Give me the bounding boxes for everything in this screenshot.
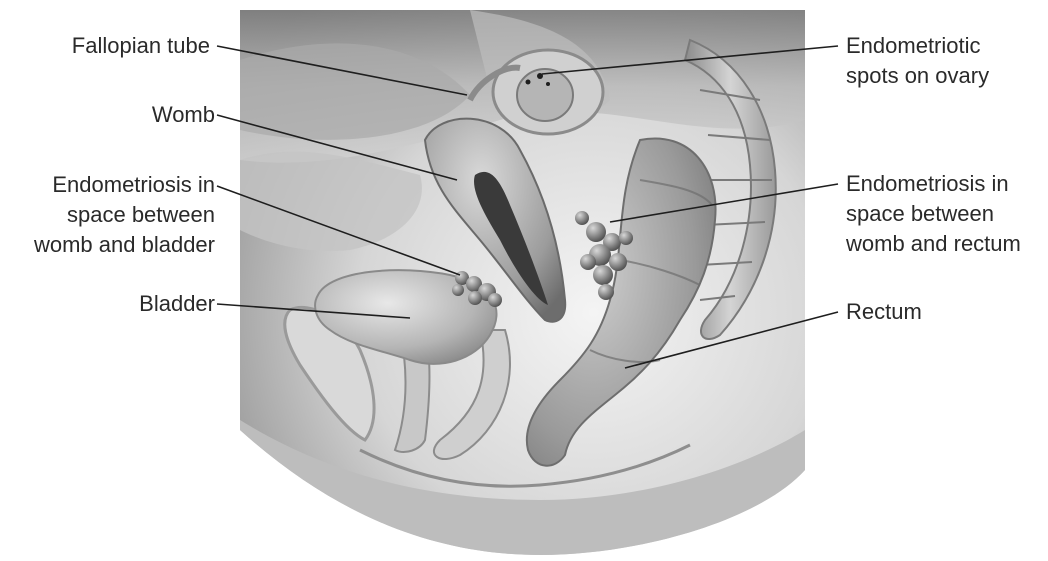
label-line: Endometriosis in (0, 170, 215, 200)
ovary (493, 50, 603, 134)
scene-backdrop (240, 10, 810, 561)
label-endometriosis-womb-bladder: Endometriosis in space between womb and … (0, 170, 215, 260)
label-bladder: Bladder (20, 289, 215, 319)
label-line: womb and bladder (0, 230, 215, 260)
label-line: Endometriotic (846, 31, 1036, 61)
label-womb: Womb (20, 100, 215, 130)
label-line: Endometriosis in (846, 169, 1046, 199)
label-line: spots on ovary (846, 61, 1036, 91)
label-rectum: Rectum (846, 297, 1036, 327)
label-line: space between (0, 200, 215, 230)
label-endometriosis-womb-rectum: Endometriosis in space between womb and … (846, 169, 1046, 259)
label-line: womb and rectum (846, 229, 1046, 259)
label-endometriotic-spots-ovary: Endometriotic spots on ovary (846, 31, 1036, 91)
label-line: space between (846, 199, 1046, 229)
label-fallopian-tube: Fallopian tube (20, 31, 210, 61)
